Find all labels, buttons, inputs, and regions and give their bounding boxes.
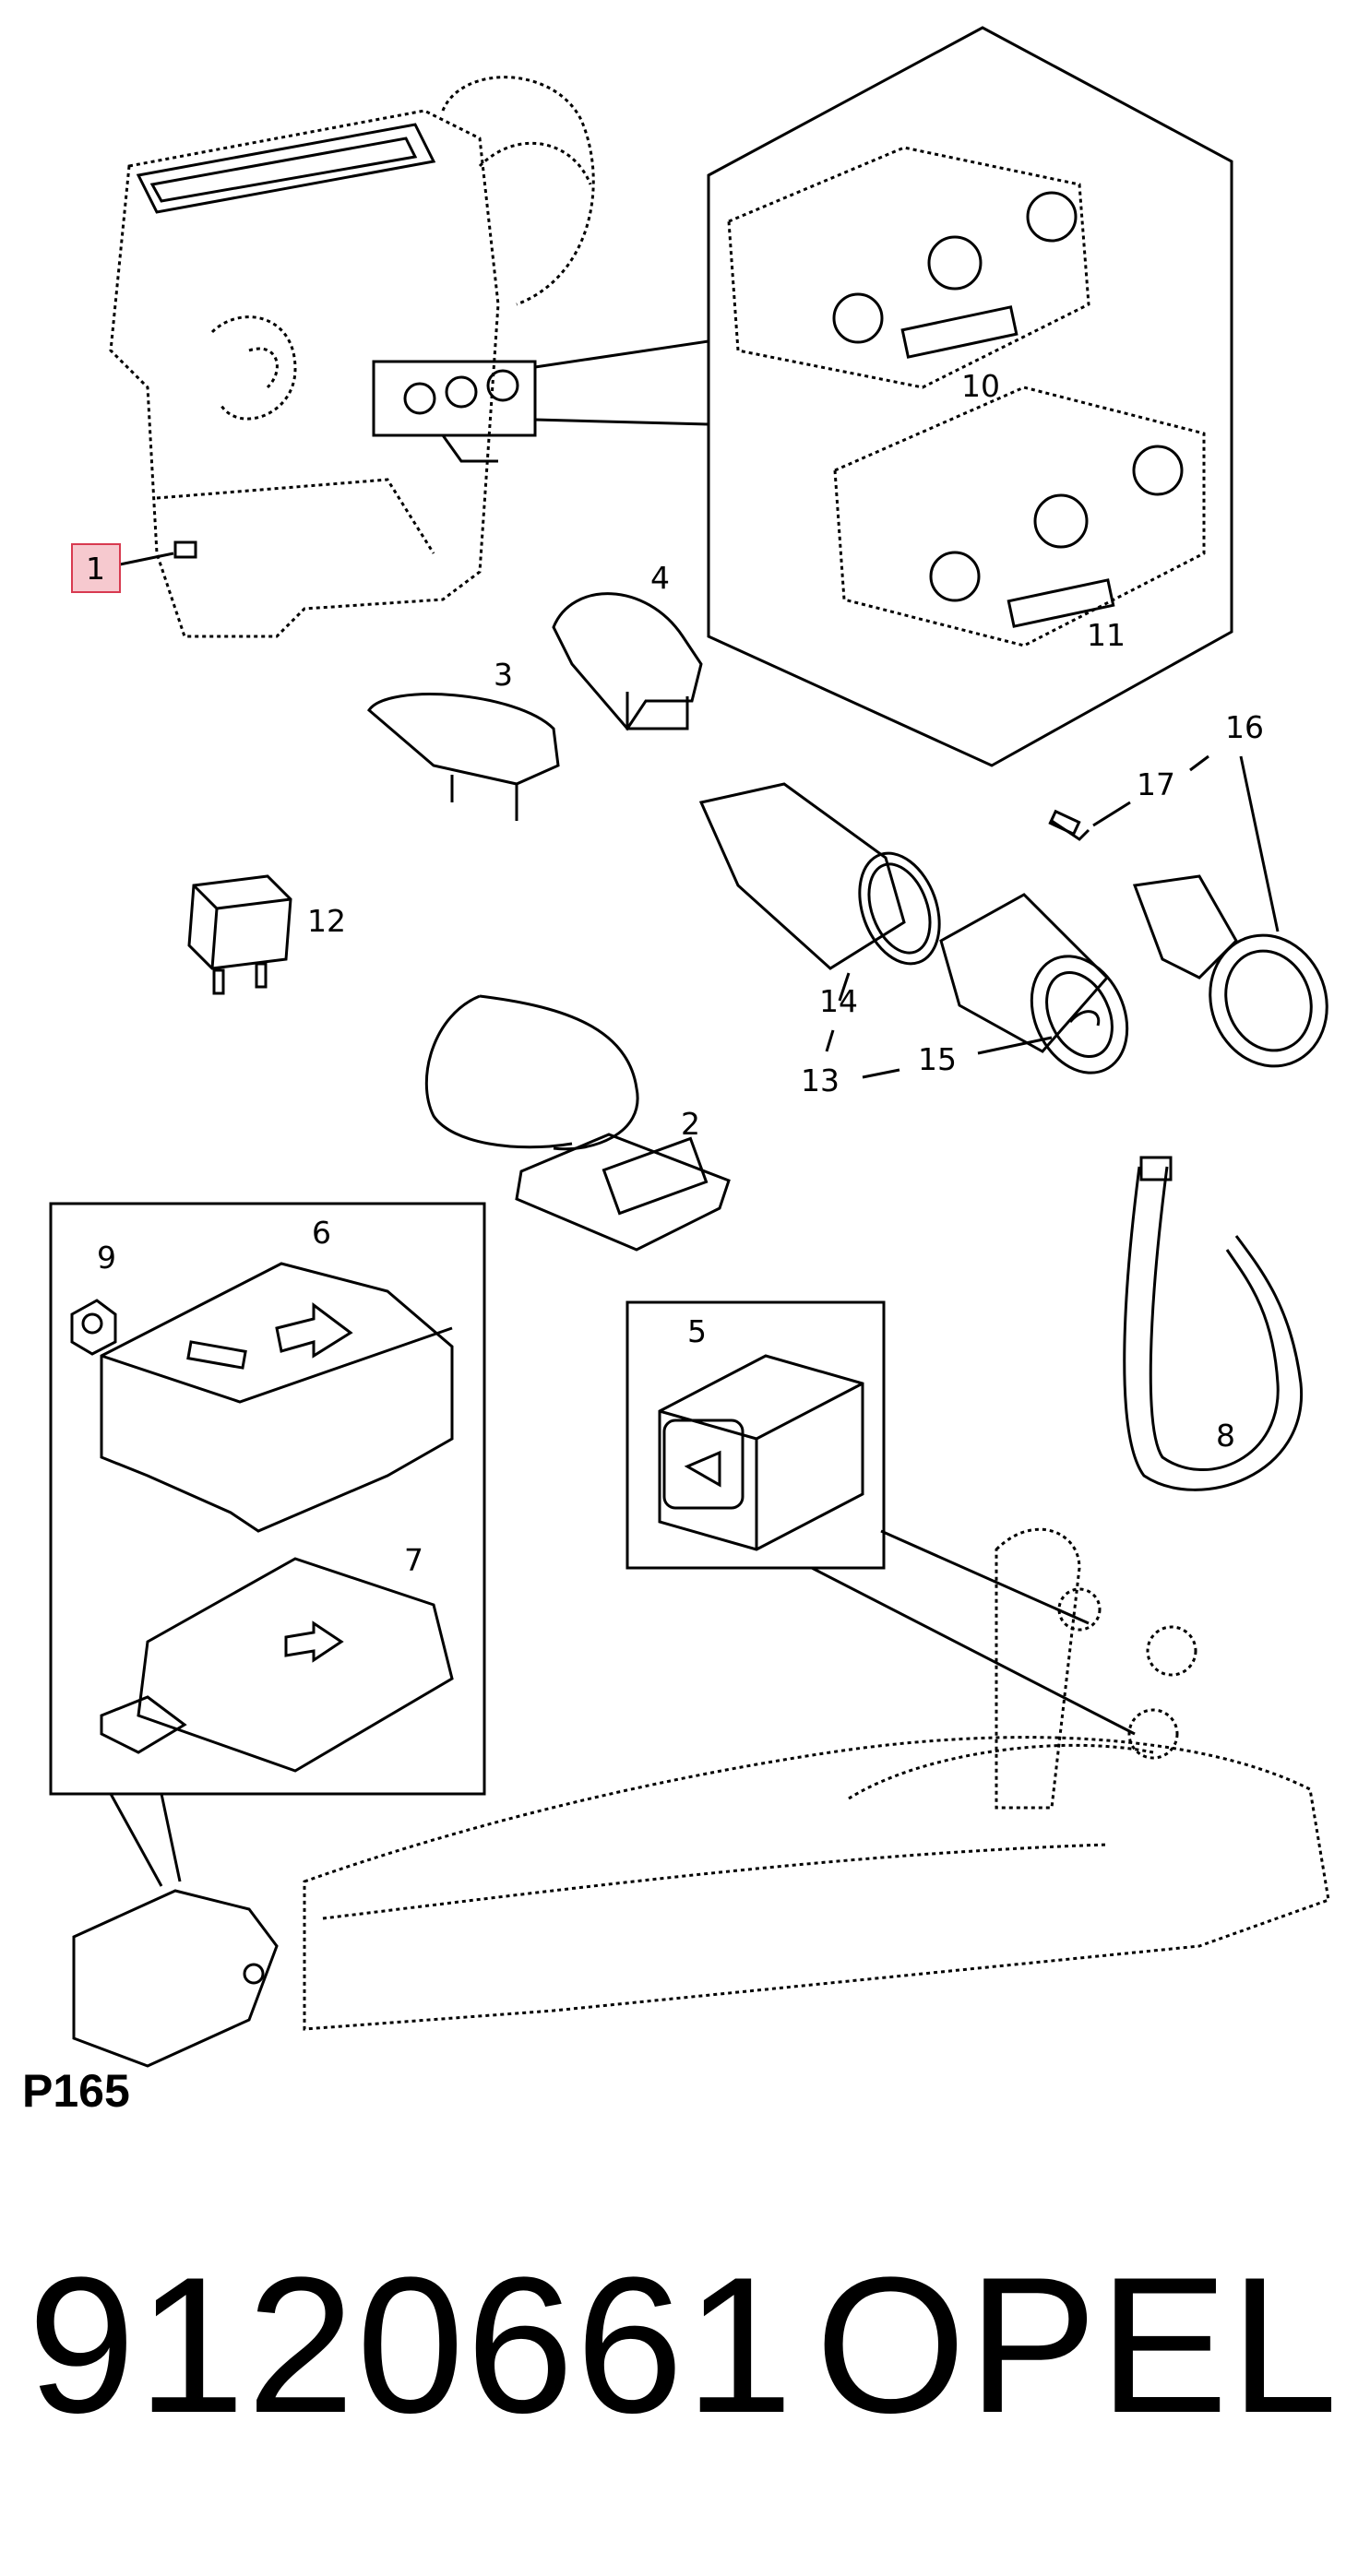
diagram-code: P165 xyxy=(22,2065,130,2117)
callout-10[interactable]: 10 xyxy=(961,368,1000,404)
callout-11[interactable]: 11 xyxy=(1087,617,1126,653)
switch-3-drawing xyxy=(367,693,560,821)
control-panel-inset xyxy=(534,26,1233,767)
center-console-drawing xyxy=(72,1527,1330,2068)
callout-4[interactable]: 4 xyxy=(650,560,670,596)
callout-15[interactable]: 15 xyxy=(918,1041,957,1077)
sensor-2-drawing xyxy=(424,994,731,1252)
switch-4-drawing xyxy=(552,592,703,731)
cigar-lighter-drawing xyxy=(698,754,1328,1079)
callout-12[interactable]: 12 xyxy=(307,903,346,939)
airbag-module-inset xyxy=(49,1202,486,1796)
relay-12-drawing xyxy=(187,874,292,995)
heater-unit-drawing xyxy=(109,76,595,638)
callout-1-highlight xyxy=(71,543,121,593)
callout-3[interactable]: 3 xyxy=(494,657,513,693)
parts-diagram: 1 10 11 4 3 12 xyxy=(49,26,1330,2068)
cable-tie-8-drawing xyxy=(1123,1156,1303,1491)
callout-13[interactable]: 13 xyxy=(801,1062,840,1098)
callout-5[interactable]: 5 xyxy=(687,1313,707,1349)
callout-7[interactable]: 7 xyxy=(404,1542,423,1578)
callout-16[interactable]: 16 xyxy=(1225,709,1264,745)
callout-1-group[interactable]: 1 xyxy=(71,543,121,593)
callout-8[interactable]: 8 xyxy=(1216,1418,1235,1454)
switch-5-inset xyxy=(625,1300,1136,1736)
callout-17[interactable]: 17 xyxy=(1137,766,1175,802)
callout-6[interactable]: 6 xyxy=(312,1215,331,1251)
callout-14[interactable]: 14 xyxy=(819,983,858,1019)
callout-2[interactable]: 2 xyxy=(681,1106,700,1142)
brand-name: OPEL xyxy=(815,2237,1340,2453)
callout-9[interactable]: 9 xyxy=(97,1240,116,1276)
callout-1[interactable]: 1 xyxy=(86,551,105,587)
part-number: 9120661 xyxy=(28,2237,795,2453)
